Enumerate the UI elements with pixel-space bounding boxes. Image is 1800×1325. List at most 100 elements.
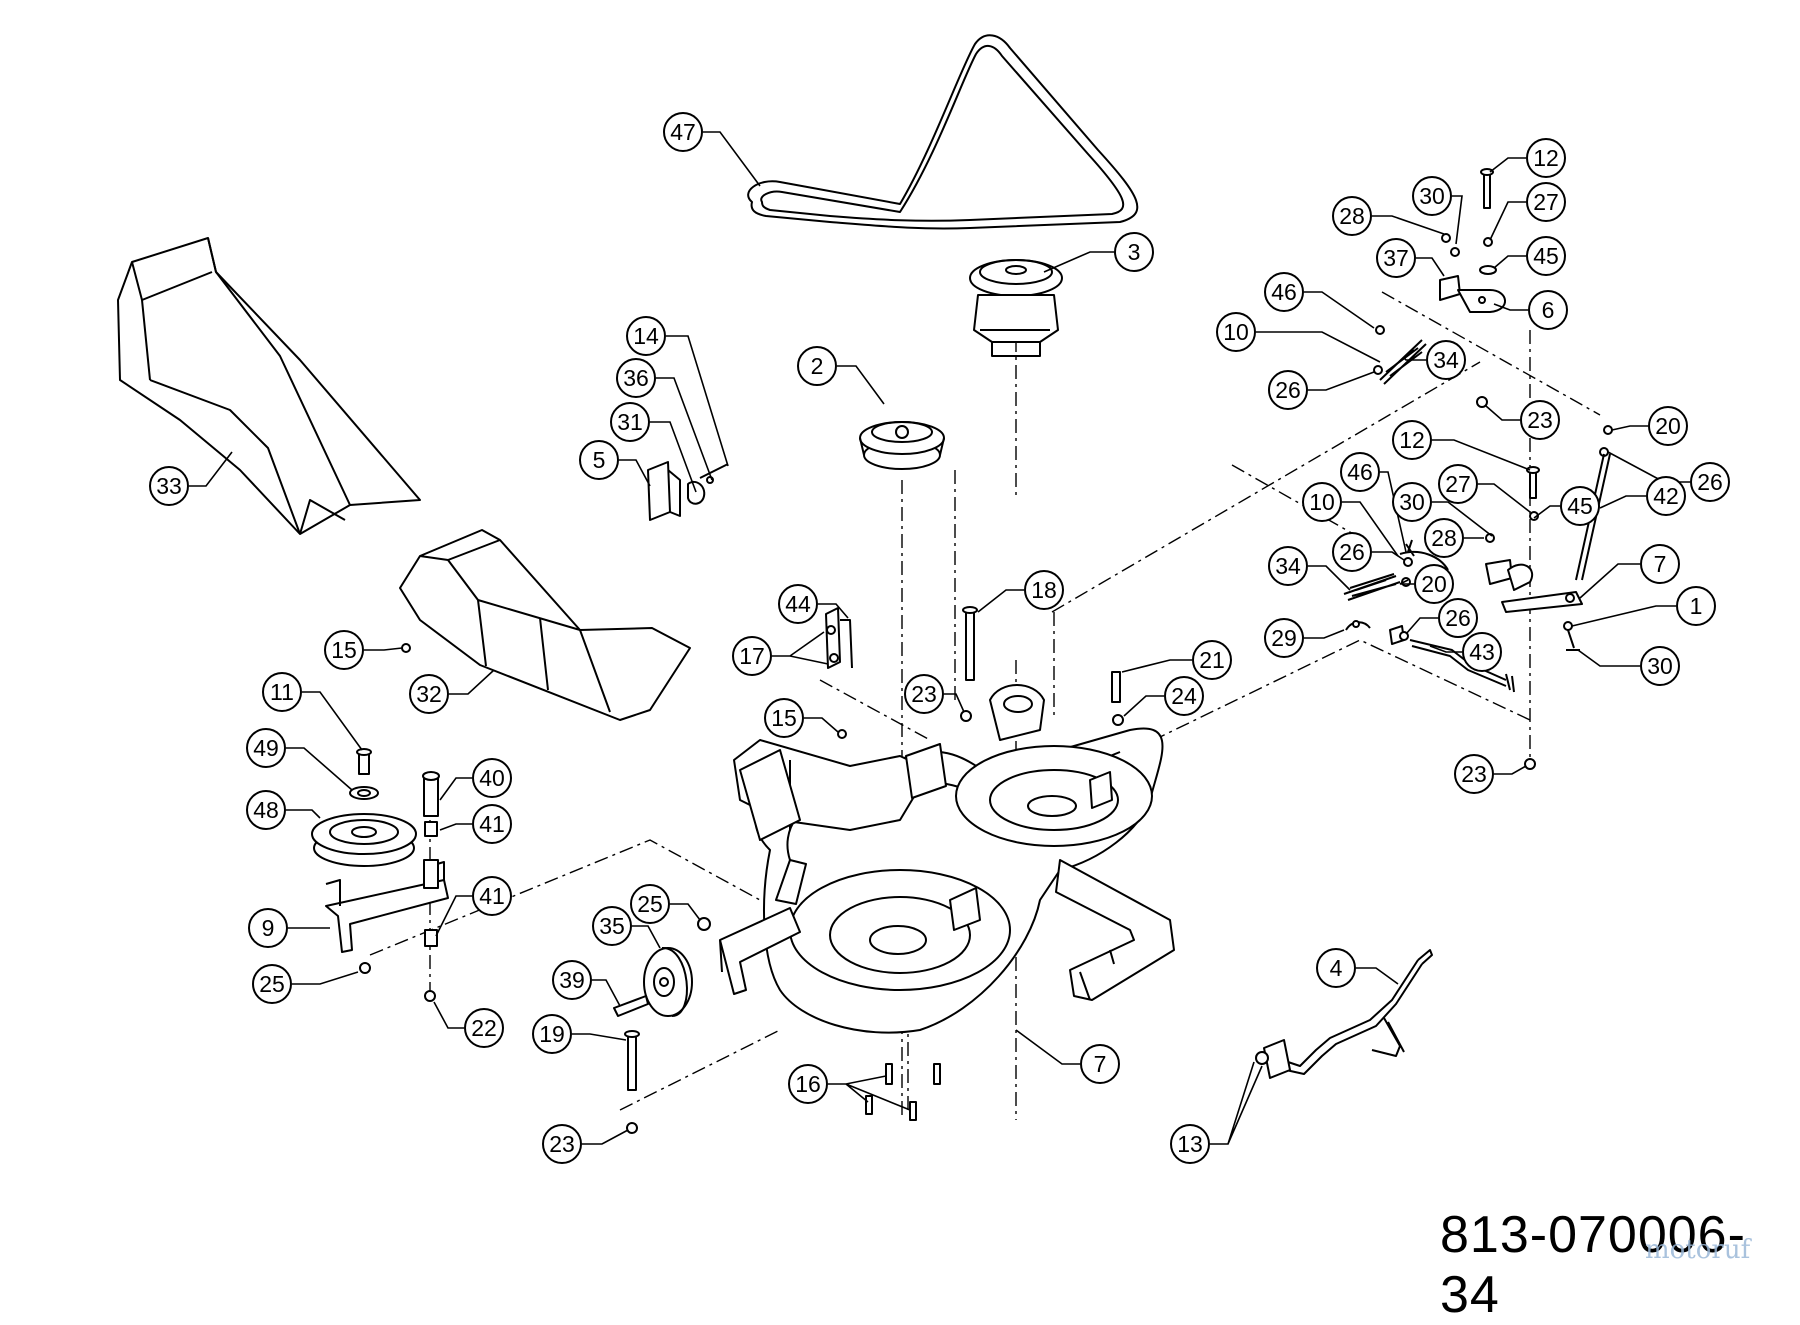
svg-text:39: 39 [559,967,585,993]
callout-40[interactable]: 40 [439,758,512,801]
callout-20b[interactable]: 20 [1399,564,1454,604]
callout-7b[interactable]: 7 [1579,544,1680,599]
callout-23d[interactable]: 23 [1454,754,1527,794]
assembly-guide-lines [369,291,1601,1120]
svg-text:40: 40 [479,765,505,791]
callout-28a[interactable]: 28 [1332,196,1445,236]
callout-36[interactable]: 36 [616,358,713,481]
callout-41b[interactable]: 41 [435,876,512,937]
callout-19[interactable]: 19 [532,1014,627,1054]
callout-46a[interactable]: 46 [1264,272,1375,329]
callout-48[interactable]: 48 [246,790,321,830]
callout-21[interactable]: 21 [1121,640,1232,680]
drawing-number: 813-070006-34 [1440,1206,1746,1324]
callout-42[interactable]: 42 [1599,476,1686,516]
callout-43[interactable]: 43 [1429,632,1502,672]
callout-7a[interactable]: 7 [1015,1029,1120,1084]
callout-39[interactable]: 39 [552,960,621,1007]
callout-11[interactable]: 11 [262,672,363,751]
svg-text:28: 28 [1339,203,1365,229]
callout-layer: 47 3 2 14 36 31 5 33 [149,112,1730,1164]
callout-27a[interactable]: 27 [1489,182,1566,241]
svg-text:23: 23 [1461,761,1487,787]
svg-text:49: 49 [253,735,279,761]
svg-text:21: 21 [1199,647,1225,673]
callout-15a[interactable]: 15 [324,630,403,670]
callout-31[interactable]: 31 [610,402,697,493]
callout-23c[interactable]: 23 [1485,400,1560,440]
callout-35[interactable]: 35 [592,906,661,949]
callout-12a[interactable]: 12 [1489,138,1566,178]
callout-23b[interactable]: 23 [542,1124,629,1164]
svg-text:23: 23 [549,1131,575,1157]
callout-44[interactable]: 44 [778,584,849,624]
callout-28b[interactable]: 28 [1424,518,1484,558]
mower-deck [733,684,1175,1034]
svg-text:47: 47 [670,119,696,145]
callout-26c[interactable]: 26 [1332,532,1405,572]
svg-text:34: 34 [1433,347,1459,373]
svg-text:2: 2 [811,353,824,379]
callout-25a[interactable]: 25 [252,964,359,1004]
callout-30b[interactable]: 30 [1392,482,1493,537]
callout-22[interactable]: 22 [433,1001,504,1048]
svg-text:22: 22 [471,1015,497,1041]
svg-text:7: 7 [1654,551,1667,577]
callout-41a[interactable]: 41 [439,804,512,844]
callout-45b[interactable]: 45 [1533,486,1600,526]
callout-23a[interactable]: 23 [904,674,965,714]
callout-15b[interactable]: 15 [764,698,839,738]
callout-1[interactable]: 1 [1571,586,1716,627]
svg-text:26: 26 [1339,539,1365,565]
svg-text:48: 48 [253,797,279,823]
callout-32[interactable]: 32 [409,669,495,714]
callout-26d[interactable]: 26 [1405,598,1478,638]
svg-text:45: 45 [1533,243,1559,269]
svg-text:17: 17 [739,643,765,669]
svg-text:30: 30 [1647,653,1673,679]
callout-10b[interactable]: 10 [1302,482,1399,557]
callout-12b[interactable]: 12 [1392,420,1531,471]
discharge-chute [117,237,421,535]
mulch-cover [399,529,691,721]
svg-text:30: 30 [1399,489,1425,515]
callout-26a[interactable]: 26 [1268,370,1375,410]
callout-30c[interactable]: 30 [1577,646,1680,686]
callout-25b[interactable]: 25 [630,884,701,924]
svg-text:12: 12 [1533,145,1559,171]
svg-text:33: 33 [156,473,182,499]
callout-33[interactable]: 33 [149,451,233,506]
callout-34a[interactable]: 34 [1403,340,1466,380]
svg-text:44: 44 [785,591,811,617]
callout-37[interactable]: 37 [1376,238,1445,278]
callout-13[interactable]: 13 [1170,1061,1263,1164]
callout-47[interactable]: 47 [663,112,761,187]
callout-18[interactable]: 18 [977,570,1064,613]
callout-10a[interactable]: 10 [1216,312,1381,363]
callout-14[interactable]: 14 [626,316,729,467]
callout-3[interactable]: 3 [1043,232,1154,273]
svg-text:14: 14 [633,323,659,349]
svg-text:3: 3 [1128,239,1141,265]
spindle-assembly [969,259,1063,357]
callout-49[interactable]: 49 [246,728,353,791]
callout-46b[interactable]: 46 [1340,452,1407,553]
callout-9[interactable]: 9 [248,908,330,948]
callout-5[interactable]: 5 [579,440,651,487]
callout-4[interactable]: 4 [1316,948,1399,988]
callout-24[interactable]: 24 [1123,676,1204,717]
callout-30a[interactable]: 30 [1412,176,1463,245]
callout-27b[interactable]: 27 [1438,464,1531,513]
callout-26b[interactable]: 26 [1607,451,1730,502]
left-pulley-assembly [311,748,449,1002]
callout-2[interactable]: 2 [797,346,885,405]
callout-29[interactable]: 29 [1264,618,1345,658]
callout-6[interactable]: 6 [1493,290,1568,330]
callout-45a[interactable]: 45 [1493,236,1566,276]
svg-text:27: 27 [1533,189,1559,215]
callout-16[interactable]: 16 [788,1064,911,1111]
svg-text:4: 4 [1330,955,1343,981]
callout-20a[interactable]: 20 [1611,406,1688,446]
callout-17[interactable]: 17 [732,631,829,676]
callout-34b[interactable]: 34 [1268,546,1351,591]
